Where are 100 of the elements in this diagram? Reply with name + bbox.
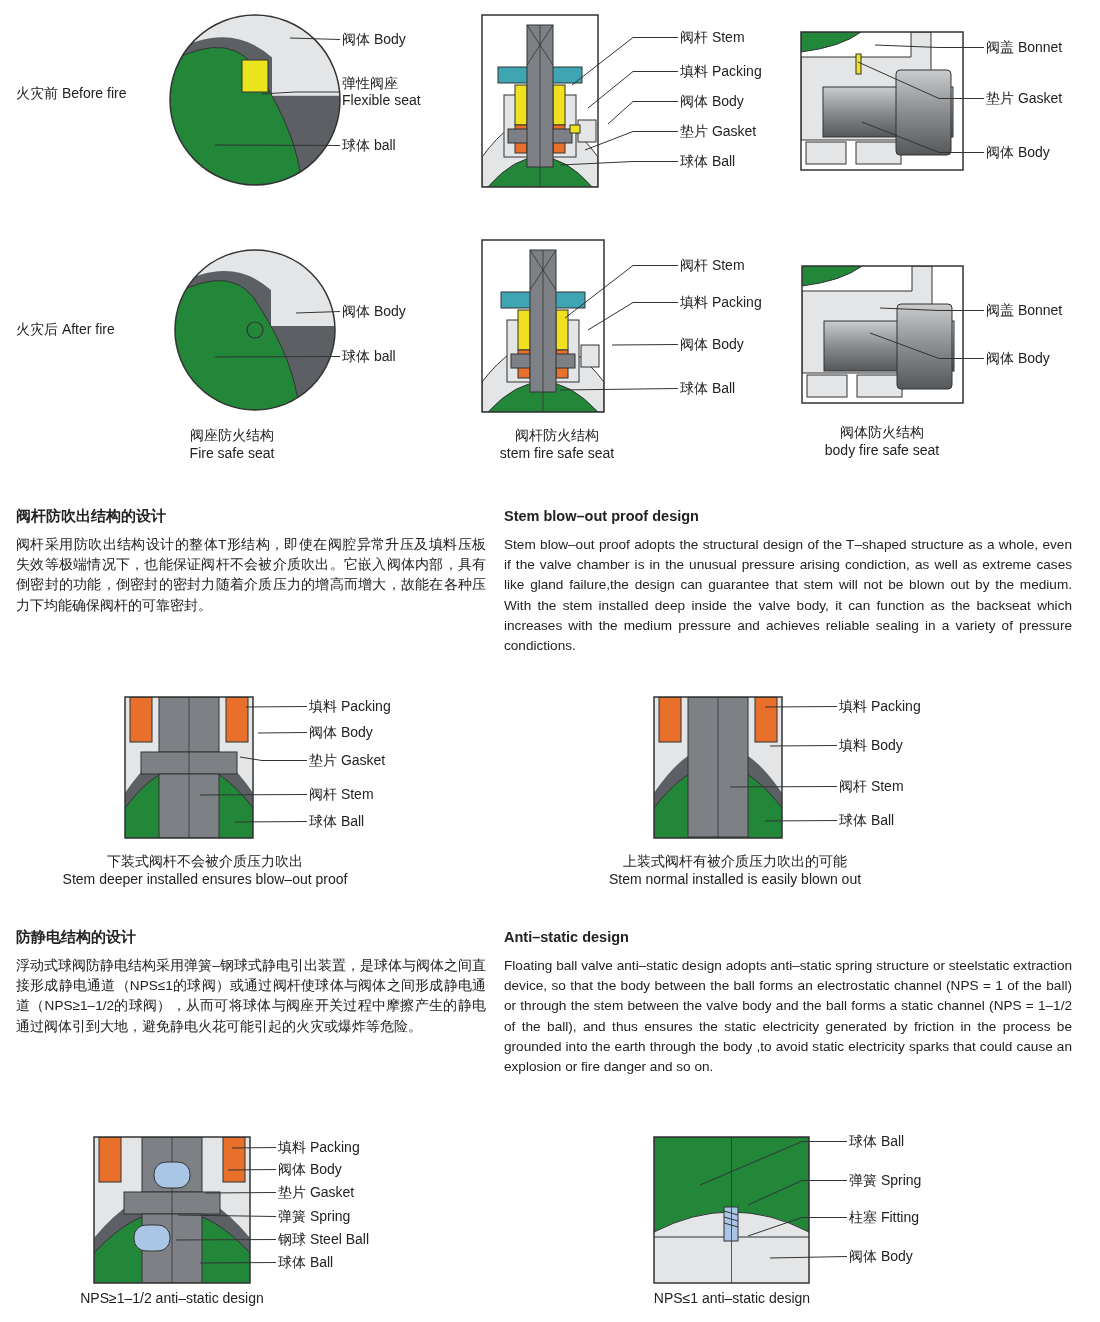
leader-line xyxy=(729,786,838,788)
part-label: 阀杆 Stem xyxy=(308,786,375,803)
part-label: 填料 Packing xyxy=(679,294,763,311)
part-label: 填料 Body xyxy=(838,737,904,754)
leader-line xyxy=(204,1192,277,1194)
paragraph: 浮动式球阀防静电结构采用弹簧–钢球式静电引出装置，是球体与阀体之间直接形成静电通道（NPS≤1的球阀）或通过阀杆使球体与阀体之间形成静电通道（NPS≥1–1/2的球阀），从而可将球体与阀座开关过程中摩擦产生的静电通过阀体引到大地，避免静电火花可能引起的火灾或爆炸等危险。 xyxy=(16,957,486,1036)
leader-line xyxy=(245,706,308,708)
leader-line xyxy=(764,706,838,708)
drawing-caption: stem fire safe seat xyxy=(498,445,616,462)
leader-line xyxy=(879,307,985,311)
section-heading: 阀杆防吹出结构的设计 xyxy=(16,508,166,525)
part-label: 阀体 Body xyxy=(985,350,1051,367)
part-label: 柱塞 Fitting xyxy=(848,1209,920,1226)
part-label: 填料 Packing xyxy=(308,698,392,715)
leader-line xyxy=(869,332,985,359)
section-heading: Anti–static design xyxy=(504,929,629,946)
part-label: 阀盖 Bonnet xyxy=(985,302,1064,319)
leader-line xyxy=(175,1239,277,1241)
leader-line xyxy=(559,388,679,391)
stem-section-drawing xyxy=(93,1136,251,1284)
state-label: 火灾后 After fire xyxy=(16,321,115,338)
drawing-caption: 阀杆防火结构 xyxy=(514,427,600,444)
leader-line xyxy=(769,1256,848,1259)
leader-line xyxy=(769,745,838,747)
part-label: 球体 ball xyxy=(341,137,397,154)
section-heading: 防静电结构的设计 xyxy=(16,929,136,946)
part-label: 球体 Ball xyxy=(838,812,896,829)
drawing-caption: NPS≤1 anti–static design xyxy=(652,1290,812,1307)
leader-line xyxy=(747,1180,848,1206)
leader-line xyxy=(227,1169,277,1171)
leader-line xyxy=(239,756,308,761)
part-label: 阀体 Body xyxy=(679,93,745,110)
leader-line xyxy=(199,794,308,796)
part-label: 填料 Packing xyxy=(679,63,763,80)
part-label: 球体 ball xyxy=(341,348,397,365)
part-label: 阀体 Body xyxy=(341,31,407,48)
leader-line xyxy=(214,356,341,358)
stem-section-drawing xyxy=(481,14,599,188)
leader-line xyxy=(699,1141,848,1186)
leader-line xyxy=(234,821,308,823)
part-label: 垫片 Gasket xyxy=(308,752,387,769)
drawing-caption: Stem deeper installed ensures blow–out proof xyxy=(61,871,349,888)
leader-line xyxy=(289,37,341,40)
drawing-caption: Fire safe seat xyxy=(188,445,276,462)
drawing-caption: Stem normal installed is easily blown out xyxy=(607,871,863,888)
leader-line xyxy=(261,91,341,95)
drawing-caption: body fire safe seat xyxy=(823,442,941,459)
part-label: 阀体 Body xyxy=(277,1161,343,1178)
drawing-caption: NPS≥1–1/2 anti–static design xyxy=(79,1290,265,1307)
bolted-body-drawing xyxy=(801,265,964,404)
part-label: 阀体 Body xyxy=(308,724,374,741)
leader-line xyxy=(764,820,838,822)
leader-line xyxy=(571,37,679,86)
part-label: 阀盖 Bonnet xyxy=(985,39,1064,56)
paragraph: 阀杆采用防吹出结构设计的整体T形结构，即使在阀腔异常升压及填料压板失效等极端情况下，也能保证阀杆不会被介质吹出。它嵌入阀体内部，具有倒密封的功能，倒密封的密封力随着介质压力的增高而增大，故能在各种压力下均能确保阀杆的可靠密封。 xyxy=(16,536,486,615)
drawing-caption: 阀体防火结构 xyxy=(839,424,925,441)
part-label: 阀杆 Stem xyxy=(679,257,746,274)
drawing-caption: 下装式阀杆不会被介质压力吹出 xyxy=(106,853,304,870)
part-label: 弹簧 Spring xyxy=(277,1208,352,1225)
leader-line xyxy=(559,161,679,166)
part-label: 阀体 Body xyxy=(985,144,1051,161)
leader-line xyxy=(857,61,985,99)
leader-line xyxy=(564,265,679,319)
leader-line xyxy=(607,101,679,125)
part-label: 阀杆 Stem xyxy=(838,778,905,795)
leader-line xyxy=(861,121,985,153)
leader-line xyxy=(231,1147,277,1149)
part-label: 球体 Ball xyxy=(679,153,737,170)
bolted-body-drawing xyxy=(800,31,964,171)
section-heading: Stem blow–out proof design xyxy=(504,508,699,525)
stem-section-drawing xyxy=(124,696,254,839)
leader-line xyxy=(199,1262,277,1264)
part-label: 钢球 Steel Ball xyxy=(277,1231,371,1248)
leader-line xyxy=(177,1214,277,1217)
part-label: 球体 Ball xyxy=(308,813,366,830)
stem-section-drawing xyxy=(653,696,783,839)
part-label: 球体 Ball xyxy=(277,1254,335,1271)
leader-line xyxy=(587,302,679,331)
part-label: 垫片 Gasket xyxy=(985,90,1064,107)
leader-line xyxy=(747,1217,848,1237)
paragraph: Floating ball valve anti–static design adopts anti–static spring structure or steelstatic extraction device, so that the body between the ball forms an electrostatic channel (NPS = 1 of the ball) or through the stem between the valve body and the ball forms a static channel (NPS = 1–1/2 of the ball), and thus ensures the static electricity generated by friction in the process be grounded into the earth through the body ,to avoid static electricity sparks that could cause an explosion or fire danger and so on. xyxy=(504,957,1072,1076)
drawing-caption: 阀座防火结构 xyxy=(189,427,275,444)
part-label: 球体 Ball xyxy=(679,380,737,397)
stem-section-drawing xyxy=(481,239,605,413)
state-label: 火灾前 Before fire xyxy=(16,85,127,102)
leader-line xyxy=(587,71,679,109)
leader-line xyxy=(257,732,308,734)
leader-line xyxy=(214,144,341,146)
leader-line xyxy=(611,344,679,346)
part-label: 阀体 Body xyxy=(341,303,407,320)
part-label: 垫片 Gasket xyxy=(277,1184,356,1201)
leader-line xyxy=(584,131,679,151)
drawing-caption: 上装式阀杆有被介质压力吹出的可能 xyxy=(622,853,848,870)
part-label: 阀体 Body xyxy=(679,336,745,353)
part-label: 弹簧 Spring xyxy=(848,1172,923,1189)
part-label: 阀杆 Stem xyxy=(679,29,746,46)
part-label: 阀体 Body xyxy=(848,1248,914,1265)
part-label: 球体 Ball xyxy=(848,1133,906,1150)
leader-line xyxy=(874,44,985,48)
anti-static-section-drawing xyxy=(653,1136,810,1284)
